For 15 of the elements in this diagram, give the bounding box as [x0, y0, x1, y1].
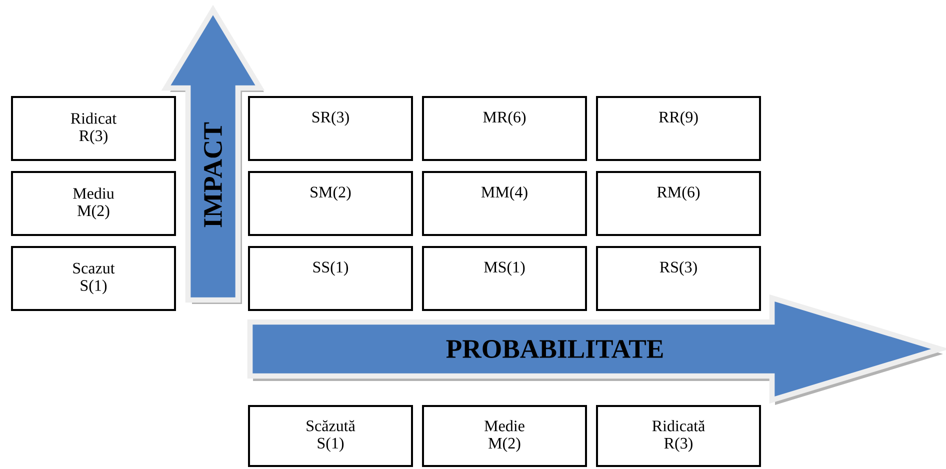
matrix-cell: RS(3) [596, 246, 761, 311]
matrix-cell: RR(9) [596, 96, 761, 161]
matrix-cell: SM(2) [248, 171, 413, 236]
matrix-cell: MR(6) [422, 96, 587, 161]
matrix-cell: RM(6) [596, 171, 761, 236]
level-box: Ridicată R(3) [596, 405, 761, 467]
level-box: Ridicat R(3) [11, 96, 176, 161]
matrix-cell: MS(1) [422, 246, 587, 311]
matrix-cell: MM(4) [422, 171, 587, 236]
level-box: Scăzută S(1) [248, 405, 413, 467]
matrix-cell: SS(1) [248, 246, 413, 311]
level-box: Medie M(2) [422, 405, 587, 467]
level-box: Mediu M(2) [11, 171, 176, 236]
matrix-cell: SR(3) [248, 96, 413, 161]
level-box: Scazut S(1) [11, 246, 176, 311]
